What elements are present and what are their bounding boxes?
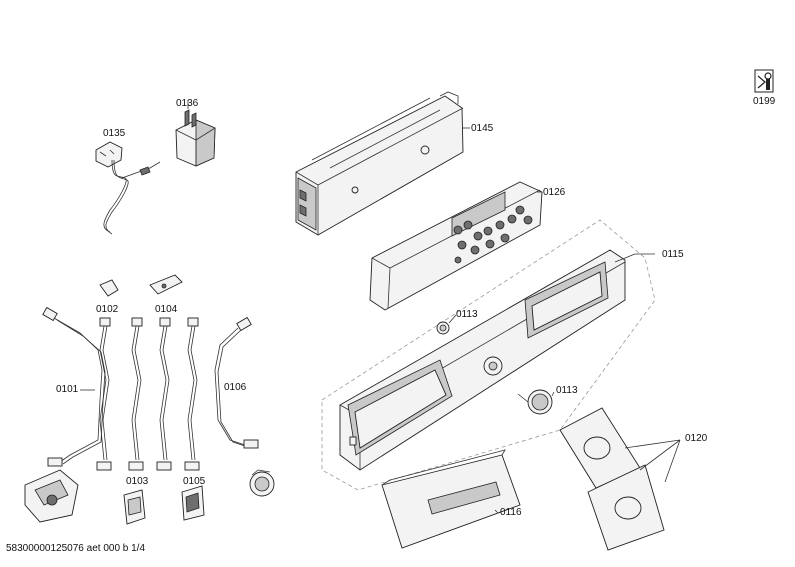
fascia-panel-0115 <box>339 249 626 471</box>
trim-plates-0120 <box>559 407 665 551</box>
label-0105: 0105 <box>183 476 206 487</box>
label-0115: 0115 <box>662 249 684 260</box>
connector-0104 <box>149 274 183 295</box>
motor-assembly <box>24 469 79 523</box>
harness-vertical-set <box>96 317 200 471</box>
component-0103 <box>123 489 146 525</box>
label-0135: 0135 <box>103 128 126 139</box>
harness-0101 <box>42 306 106 467</box>
label-0106: 0106 <box>224 382 247 393</box>
interference-filter-0136 <box>175 109 216 167</box>
label-0103: 0103 <box>126 476 149 487</box>
control-module-0145 <box>295 91 464 236</box>
connector-0102 <box>99 279 119 297</box>
label-0113-bottom: 0113 <box>556 385 578 396</box>
label-0102: 0102 <box>96 304 119 315</box>
label-0101: 0101 <box>56 384 79 395</box>
label-0126: 0126 <box>543 187 566 198</box>
knob-0113b <box>517 389 553 415</box>
pressure-switch <box>249 469 275 497</box>
power-cord-0135 <box>95 141 161 235</box>
component-0105 <box>181 485 205 521</box>
label-0104: 0104 <box>155 304 178 315</box>
knob-0113a <box>436 321 450 335</box>
label-0113-top: 0113 <box>456 309 478 320</box>
switch-panel-0126 <box>369 181 543 311</box>
manual-icon <box>754 69 774 93</box>
document-footer-code: 58300000125076 aet 000 b 1/4 <box>6 543 146 554</box>
harness-0106 <box>214 316 259 449</box>
label-0120: 0120 <box>685 433 708 444</box>
drawer-front-0116 <box>381 449 521 549</box>
label-0136: 0136 <box>176 98 199 109</box>
label-0145: 0145 <box>471 123 494 134</box>
label-0116: 0116 <box>500 507 522 518</box>
label-0199: 0199 <box>753 96 776 107</box>
fascia-outline <box>321 219 656 491</box>
